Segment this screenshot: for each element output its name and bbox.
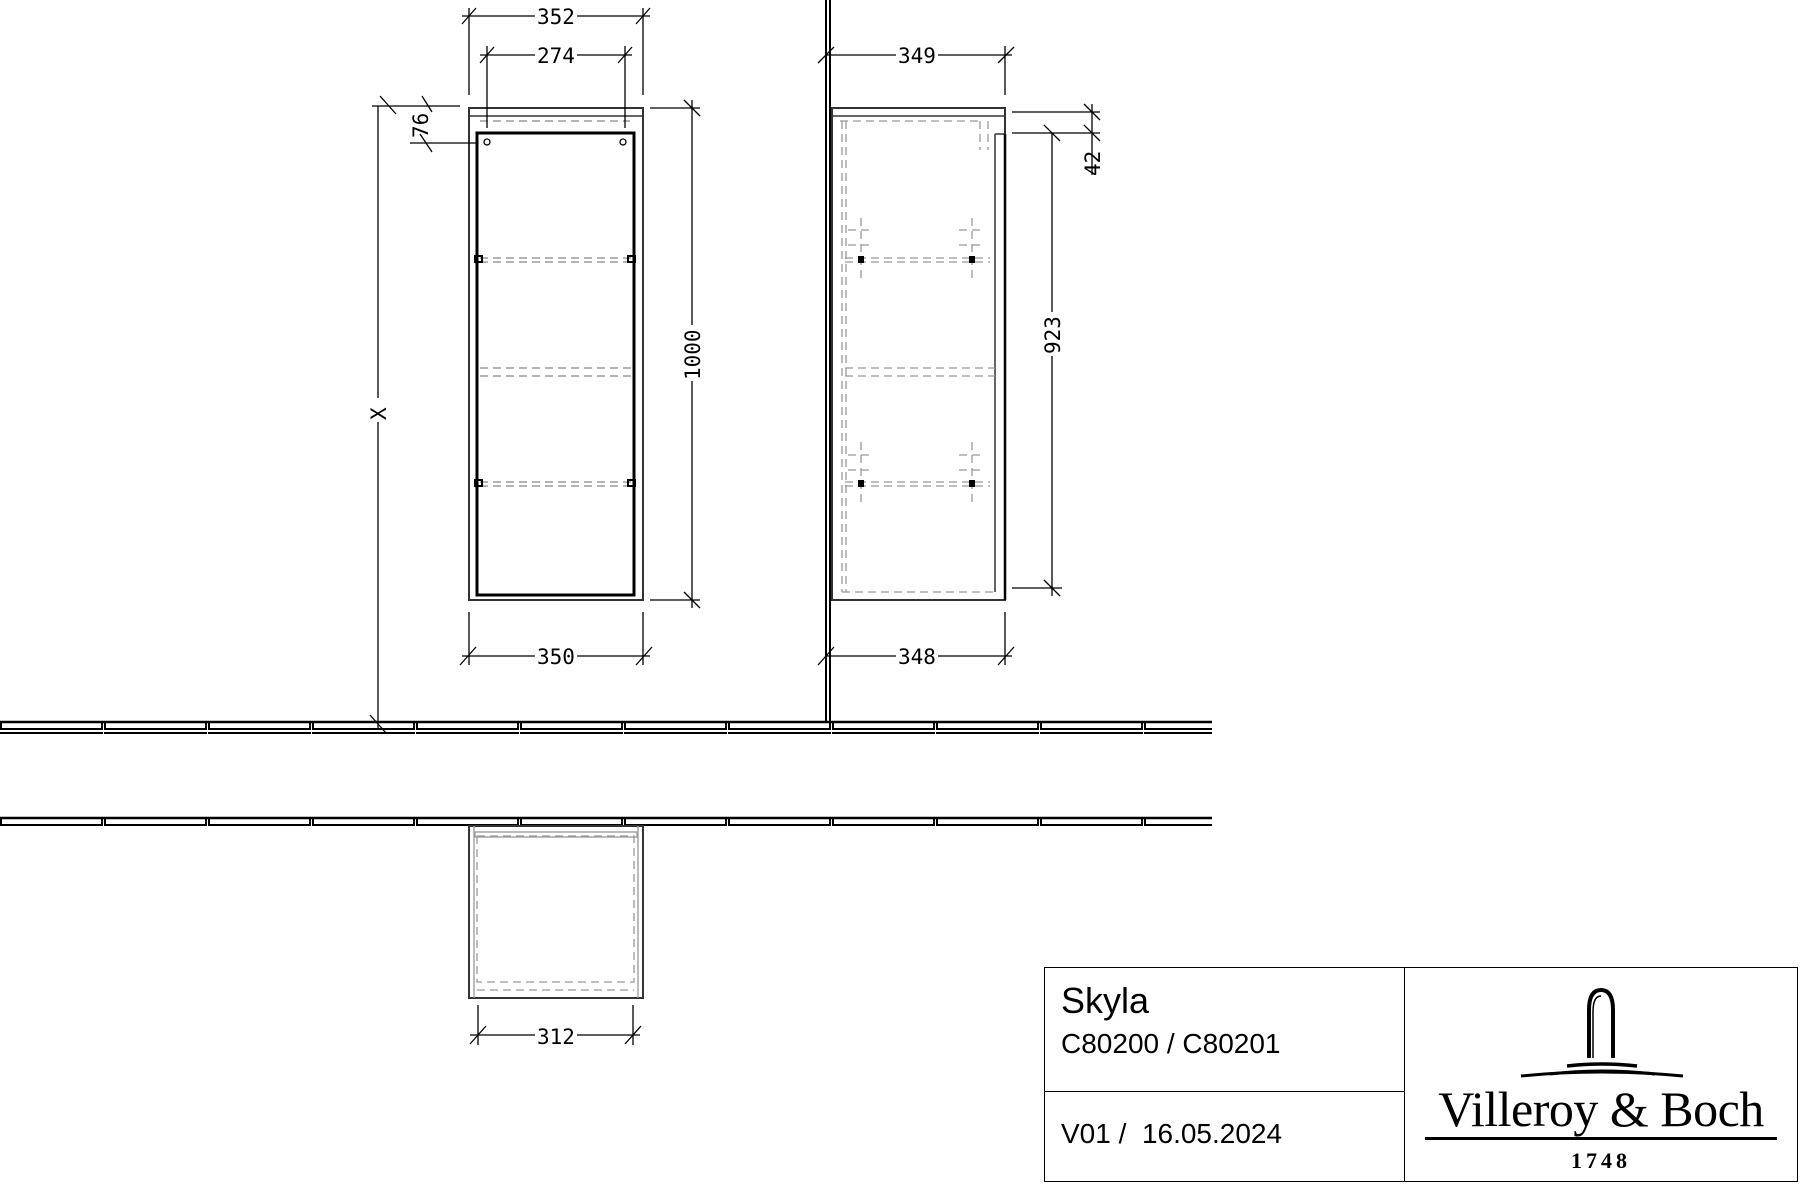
- dim-height: 1000: [681, 329, 705, 380]
- dim-inner-width-top: 274: [537, 44, 575, 68]
- dim-overall-width-top: 352: [537, 5, 575, 29]
- article-numbers: C80200 / C80201: [1061, 1028, 1281, 1059]
- dim-depth-bottom: 348: [898, 645, 936, 669]
- title-block-info: Skyla C80200 / C80201 V01 / 16.05.2024: [1045, 968, 1405, 1181]
- floor-line-upper: [0, 720, 1212, 734]
- top-view-cabinet: [468, 825, 644, 999]
- side-wall: [825, 0, 831, 722]
- front-view-cabinet: [468, 107, 644, 601]
- version-date: V01 / 16.05.2024: [1061, 1118, 1283, 1149]
- fountain-base-icon: [1520, 1070, 1684, 1078]
- side-dimension-labels: 349 42 923 348: [896, 43, 1105, 669]
- brand-year: 1748: [1571, 1148, 1631, 1173]
- fountain-icon: [1549, 987, 1656, 1076]
- product-name: Skyla: [1061, 980, 1150, 1021]
- title-block-product: Skyla C80200 / C80201: [1045, 968, 1404, 1092]
- dim-side-top-offset: 42: [1081, 151, 1105, 176]
- dim-overall-width-bottom: 350: [537, 645, 575, 669]
- brand-name: Villeroy & Boch: [1438, 1081, 1764, 1137]
- side-view-cabinet: [831, 107, 1007, 601]
- brand-logo: Villeroy & Boch 1748: [1405, 968, 1797, 1181]
- dim-inner-width: 312: [537, 1025, 575, 1049]
- dim-door-height: 923: [1041, 316, 1065, 354]
- top-dimension-labels: 312: [535, 1024, 577, 1049]
- dim-top-offset: 76: [409, 113, 433, 138]
- title-block: Skyla C80200 / C80201 V01 / 16.05.2024 V…: [1044, 967, 1798, 1182]
- wall-line-lower: [0, 816, 1212, 826]
- brand-underline: [1425, 1137, 1777, 1140]
- dim-mounting-height: X: [367, 407, 391, 420]
- front-dimension-labels: 352 274 76 X 1000 350: [367, 4, 705, 669]
- dim-depth-top: 349: [898, 44, 936, 68]
